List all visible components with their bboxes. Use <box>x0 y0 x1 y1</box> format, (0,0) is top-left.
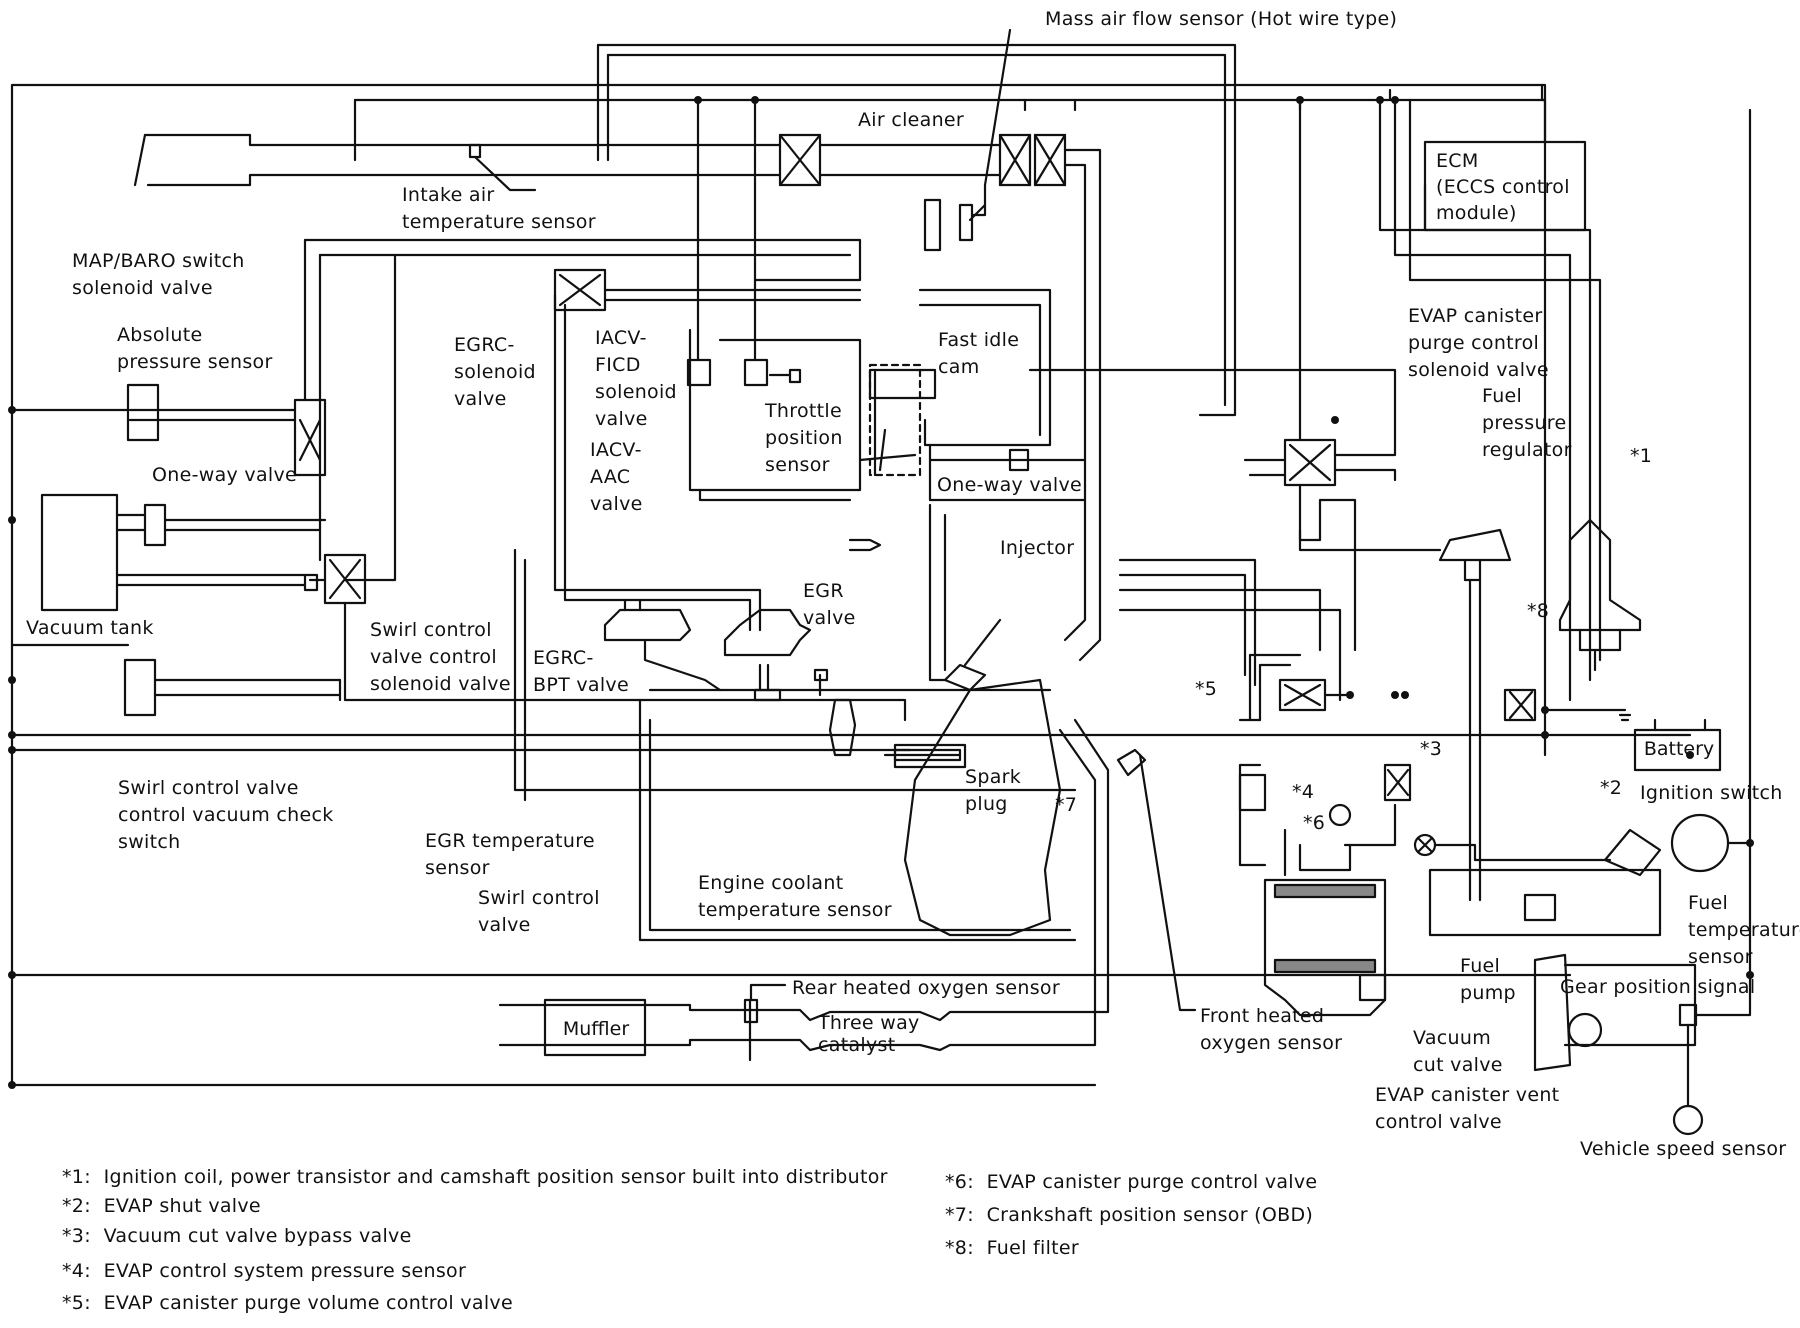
air-duct-loop <box>596 43 1237 417</box>
label-absolute-pressure-sensor: Absolute pressure sensor <box>117 324 273 373</box>
label-note-2: *2 <box>1600 777 1623 799</box>
fuel-tank <box>1428 868 1662 937</box>
label-maf-sensor: Mass air flow sensor (Hot wire type) <box>1045 8 1398 30</box>
vacuum-tank <box>40 493 119 612</box>
fuel-pump <box>1523 893 1557 922</box>
footnote-5: *5: EVAP canister purge volume control v… <box>62 1292 513 1314</box>
label-note-8: *8 <box>1527 600 1550 622</box>
fuel-pressure-regulator <box>1438 528 1512 562</box>
label-ecm: ECM (ECCS control module) <box>1436 150 1570 224</box>
label-ignition-switch: Ignition switch <box>1640 782 1783 804</box>
evap-vent-control-valve <box>1358 973 1387 1002</box>
label-fuel-temperature-sensor: Fuel temperature sensor <box>1688 892 1800 968</box>
label-note-3: *3 <box>1420 738 1443 760</box>
muffler-box <box>543 998 647 1057</box>
label-egrc-bpt-valve: EGRC- BPT valve <box>533 647 629 696</box>
label-gear-position-signal: Gear position signal <box>1560 976 1756 998</box>
label-intake-air-temp-sensor: Intake air temperature sensor <box>402 184 596 233</box>
label-swirl-check-switch: Swirl control valve control vacuum check… <box>118 777 334 853</box>
egr-valve-diaphragm <box>723 608 812 657</box>
label-vacuum-tank: Vacuum tank <box>26 617 154 639</box>
engine-block <box>903 678 1062 937</box>
battery-box <box>1633 728 1722 772</box>
air-cleaner-element-left <box>778 133 822 187</box>
label-engine-coolant-temp-sensor: Engine coolant temperature sensor <box>698 872 892 921</box>
label-fast-idle-cam: Fast idle cam <box>938 329 1020 378</box>
footnote-2: *2: EVAP shut valve <box>62 1195 261 1217</box>
label-iacv-aac-valve: IACV- AAC valve <box>590 439 643 515</box>
vacuum-cut-bypass-valve <box>1383 763 1412 802</box>
label-battery: Battery <box>1643 738 1715 760</box>
air-cleaner-element-right <box>1033 133 1067 187</box>
maf-sensor <box>958 203 974 242</box>
iacv-ficd-valve <box>686 358 712 387</box>
label-egrc-solenoid-valve: EGRC- solenoid valve <box>454 334 536 410</box>
label-iacv-ficd-solenoid: IACV- FICD solenoid valve <box>595 327 677 430</box>
throttle-dashed-box <box>868 363 922 477</box>
label-evap-purge-control-solenoid: EVAP canister purge control solenoid val… <box>1408 305 1549 381</box>
intake-duct <box>143 133 782 147</box>
label-three-way-catalyst: Three way catalyst <box>818 1012 920 1056</box>
exhaust-pipe <box>498 718 1110 1022</box>
fuel-filter <box>1503 688 1537 722</box>
map-baro-solenoid <box>293 398 327 477</box>
label-one-way-valve-right: One-way valve <box>937 474 1083 496</box>
label-note-1: *1 <box>1630 445 1653 467</box>
label-fuel-pressure-regulator: Fuel pressure regulator <box>1482 385 1572 461</box>
evap-canister <box>1263 878 1387 1017</box>
label-rear-heated-oxygen-sensor: Rear heated oxygen sensor <box>792 977 1060 999</box>
label-air-cleaner: Air cleaner <box>858 109 965 131</box>
footnote-3: *3: Vacuum cut valve bypass valve <box>62 1225 412 1247</box>
iacv-aac-valve <box>743 358 769 387</box>
swirl-control-valve <box>828 698 857 757</box>
label-muffler: Muffler <box>562 1018 630 1040</box>
absolute-pressure-sensor <box>126 383 160 442</box>
label-note-7: *7 <box>1055 794 1078 816</box>
label-swirl-control-valve: Swirl control valve <box>478 887 600 936</box>
evap-purge-solenoid <box>1283 438 1337 487</box>
one-way-valve-right <box>1008 448 1030 472</box>
footnote-1: *1: Ignition coil, power transistor and … <box>62 1166 888 1188</box>
label-front-heated-oxygen-sensor: Front heated oxygen sensor <box>1200 1005 1343 1054</box>
evap-pressure-sensor <box>1328 803 1352 827</box>
label-injector: Injector <box>1000 537 1075 559</box>
label-vehicle-speed-sensor: Vehicle speed sensor <box>1580 1138 1787 1160</box>
ignition-switch <box>1670 813 1730 873</box>
injector <box>943 663 987 692</box>
purge-volume-valve <box>1238 773 1267 812</box>
footnote-8: *8: Fuel filter <box>945 1237 1080 1259</box>
spark-plug-body <box>893 743 967 769</box>
label-one-way-valve-left: One-way valve <box>152 464 298 486</box>
iacv-ficd-housing <box>688 328 862 492</box>
label-map-baro-solenoid: MAP/BARO switch solenoid valve <box>72 250 245 299</box>
evap-shut-valve <box>1603 828 1662 877</box>
label-egr-temperature-sensor: EGR temperature sensor <box>425 830 595 879</box>
one-way-valve-left <box>143 503 167 547</box>
vehicle-speed-sensor <box>1672 1104 1704 1136</box>
label-note-6: *6 <box>1303 812 1326 834</box>
maf-element <box>998 133 1032 187</box>
label-egr-valve: EGR valve <box>803 580 856 629</box>
fast-idle-cam-box <box>868 368 937 400</box>
label-fuel-pump: Fuel pump <box>1460 955 1516 1004</box>
swirl-check-switch <box>123 658 157 717</box>
intake-air-temp-sensor-body <box>468 143 482 159</box>
label-throttle-position-sensor: Throttle position sensor <box>765 400 843 476</box>
transmission <box>1533 953 1572 1072</box>
label-note-5: *5 <box>1195 678 1218 700</box>
label-note-4: *4 <box>1292 781 1315 803</box>
label-spark-plug: Spark plug <box>965 766 1022 815</box>
distributor <box>1558 518 1642 632</box>
egrc-bpt-valve <box>603 608 692 642</box>
label-swirl-solenoid-valve: Swirl control valve control solenoid val… <box>370 619 511 695</box>
footnote-6: *6: EVAP canister purge control valve <box>945 1171 1318 1193</box>
footnote-4: *4: EVAP control system pressure sensor <box>62 1260 467 1282</box>
footnote-7: *7: Crankshaft position sensor (OBD) <box>945 1204 1314 1226</box>
label-vacuum-cut-valve: Vacuum cut valve <box>1413 1027 1503 1076</box>
label-evap-vent-control-valve: EVAP canister vent control valve <box>1375 1084 1560 1133</box>
